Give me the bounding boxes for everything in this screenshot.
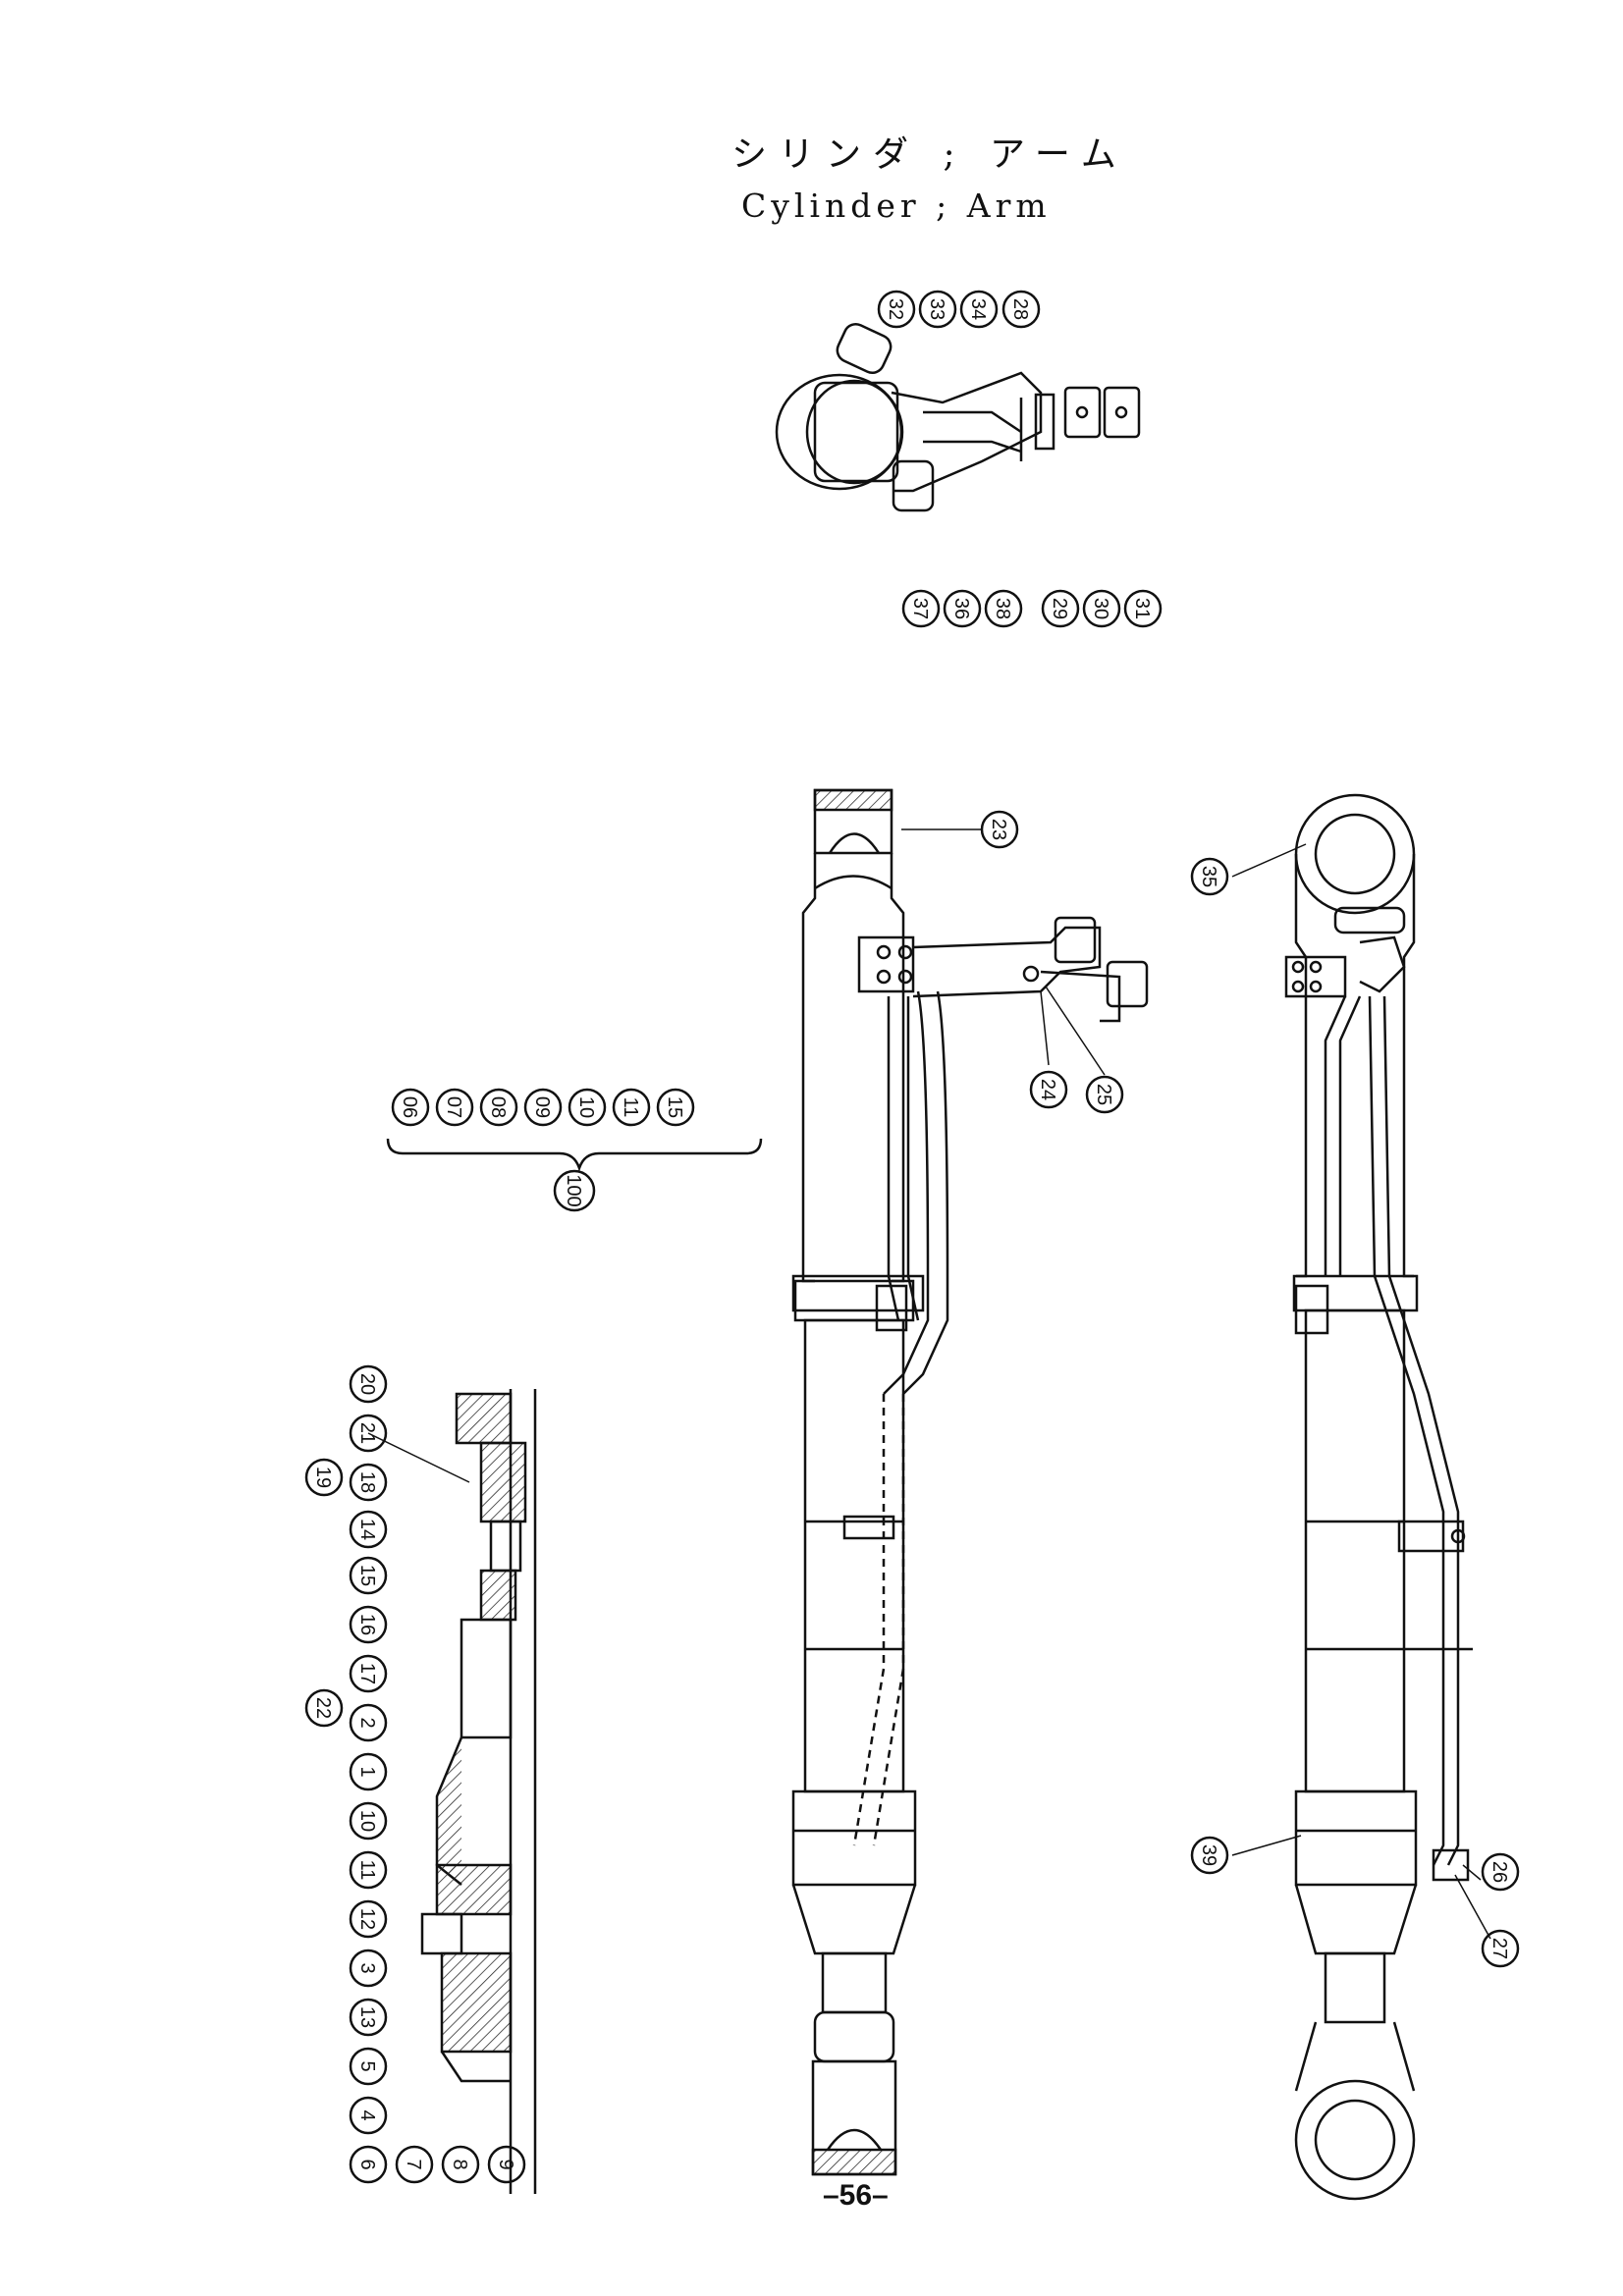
callout-7: 7 (403, 2159, 424, 2169)
callout-12: 12 (356, 1908, 378, 1930)
kit-callout-06: 06 (399, 1096, 420, 1118)
callout-26: 26 (1488, 1861, 1510, 1883)
callout-20: 20 (356, 1373, 378, 1395)
callout-3: 3 (356, 1962, 378, 1973)
left-section-view (420, 1389, 537, 2194)
callout-1: 1 (356, 1766, 378, 1777)
callout-36: 36 (950, 598, 972, 619)
kit-callout-09: 09 (531, 1096, 553, 1118)
callout-35: 35 (1198, 866, 1219, 887)
kit-callout-10: 10 (575, 1096, 597, 1118)
right-cylinder-view (1284, 793, 1473, 2201)
callout-22: 22 (312, 1697, 334, 1719)
callout-25: 25 (1093, 1084, 1114, 1105)
callout-33: 33 (926, 298, 947, 320)
callout-18: 18 (356, 1471, 378, 1493)
callout-23: 23 (988, 819, 1009, 840)
callout-16: 16 (356, 1614, 378, 1635)
middle-cylinder-view (791, 788, 1149, 2176)
kit-callout-07: 07 (443, 1096, 464, 1118)
callout-15: 15 (356, 1565, 378, 1586)
callout-14: 14 (356, 1519, 378, 1540)
callout-24: 24 (1037, 1079, 1058, 1100)
callout-17: 17 (356, 1663, 378, 1684)
top-detail-view (775, 323, 1141, 512)
callout-8: 8 (449, 2159, 470, 2169)
title-english: Cylinder ; Arm (741, 187, 1052, 225)
callout-21: 21 (356, 1422, 378, 1444)
callout-39: 39 (1198, 1844, 1219, 1866)
callout-2: 2 (356, 1717, 378, 1728)
callout-27: 27 (1488, 1938, 1510, 1959)
callout-6: 6 (356, 2159, 378, 2169)
kit-callout-15: 15 (664, 1096, 685, 1118)
callout-9: 9 (495, 2159, 516, 2169)
callout-38: 38 (992, 598, 1013, 619)
callout-37: 37 (909, 598, 931, 619)
callout-28: 28 (1009, 298, 1031, 320)
callout-19: 19 (312, 1467, 334, 1488)
callout-4: 4 (356, 2109, 378, 2120)
kit-callout-100: 100 (563, 1174, 584, 1206)
page-number: –56– (823, 2179, 889, 2212)
callout-circles (304, 290, 1520, 2184)
callout-labels: 32 33 34 28 37 36 38 29 30 31 23 24 25 3… (312, 298, 1510, 2170)
callout-11: 11 (356, 1860, 378, 1881)
title-japanese: シリンダ ; アーム (731, 134, 1128, 175)
kit-callout-11: 11 (620, 1097, 641, 1118)
kit-callout-08: 08 (487, 1096, 509, 1118)
callout-29: 29 (1049, 598, 1070, 619)
callout-circle-9 (487, 2145, 526, 2184)
callout-13: 13 (356, 2006, 378, 2028)
callout-10: 10 (356, 1810, 378, 1832)
callout-5: 5 (356, 2060, 378, 2071)
callout-31: 31 (1131, 598, 1153, 619)
callout-32: 32 (885, 298, 906, 320)
callout-30: 30 (1090, 598, 1111, 619)
callout-34: 34 (967, 298, 989, 320)
assembly-brace (386, 1138, 763, 1172)
